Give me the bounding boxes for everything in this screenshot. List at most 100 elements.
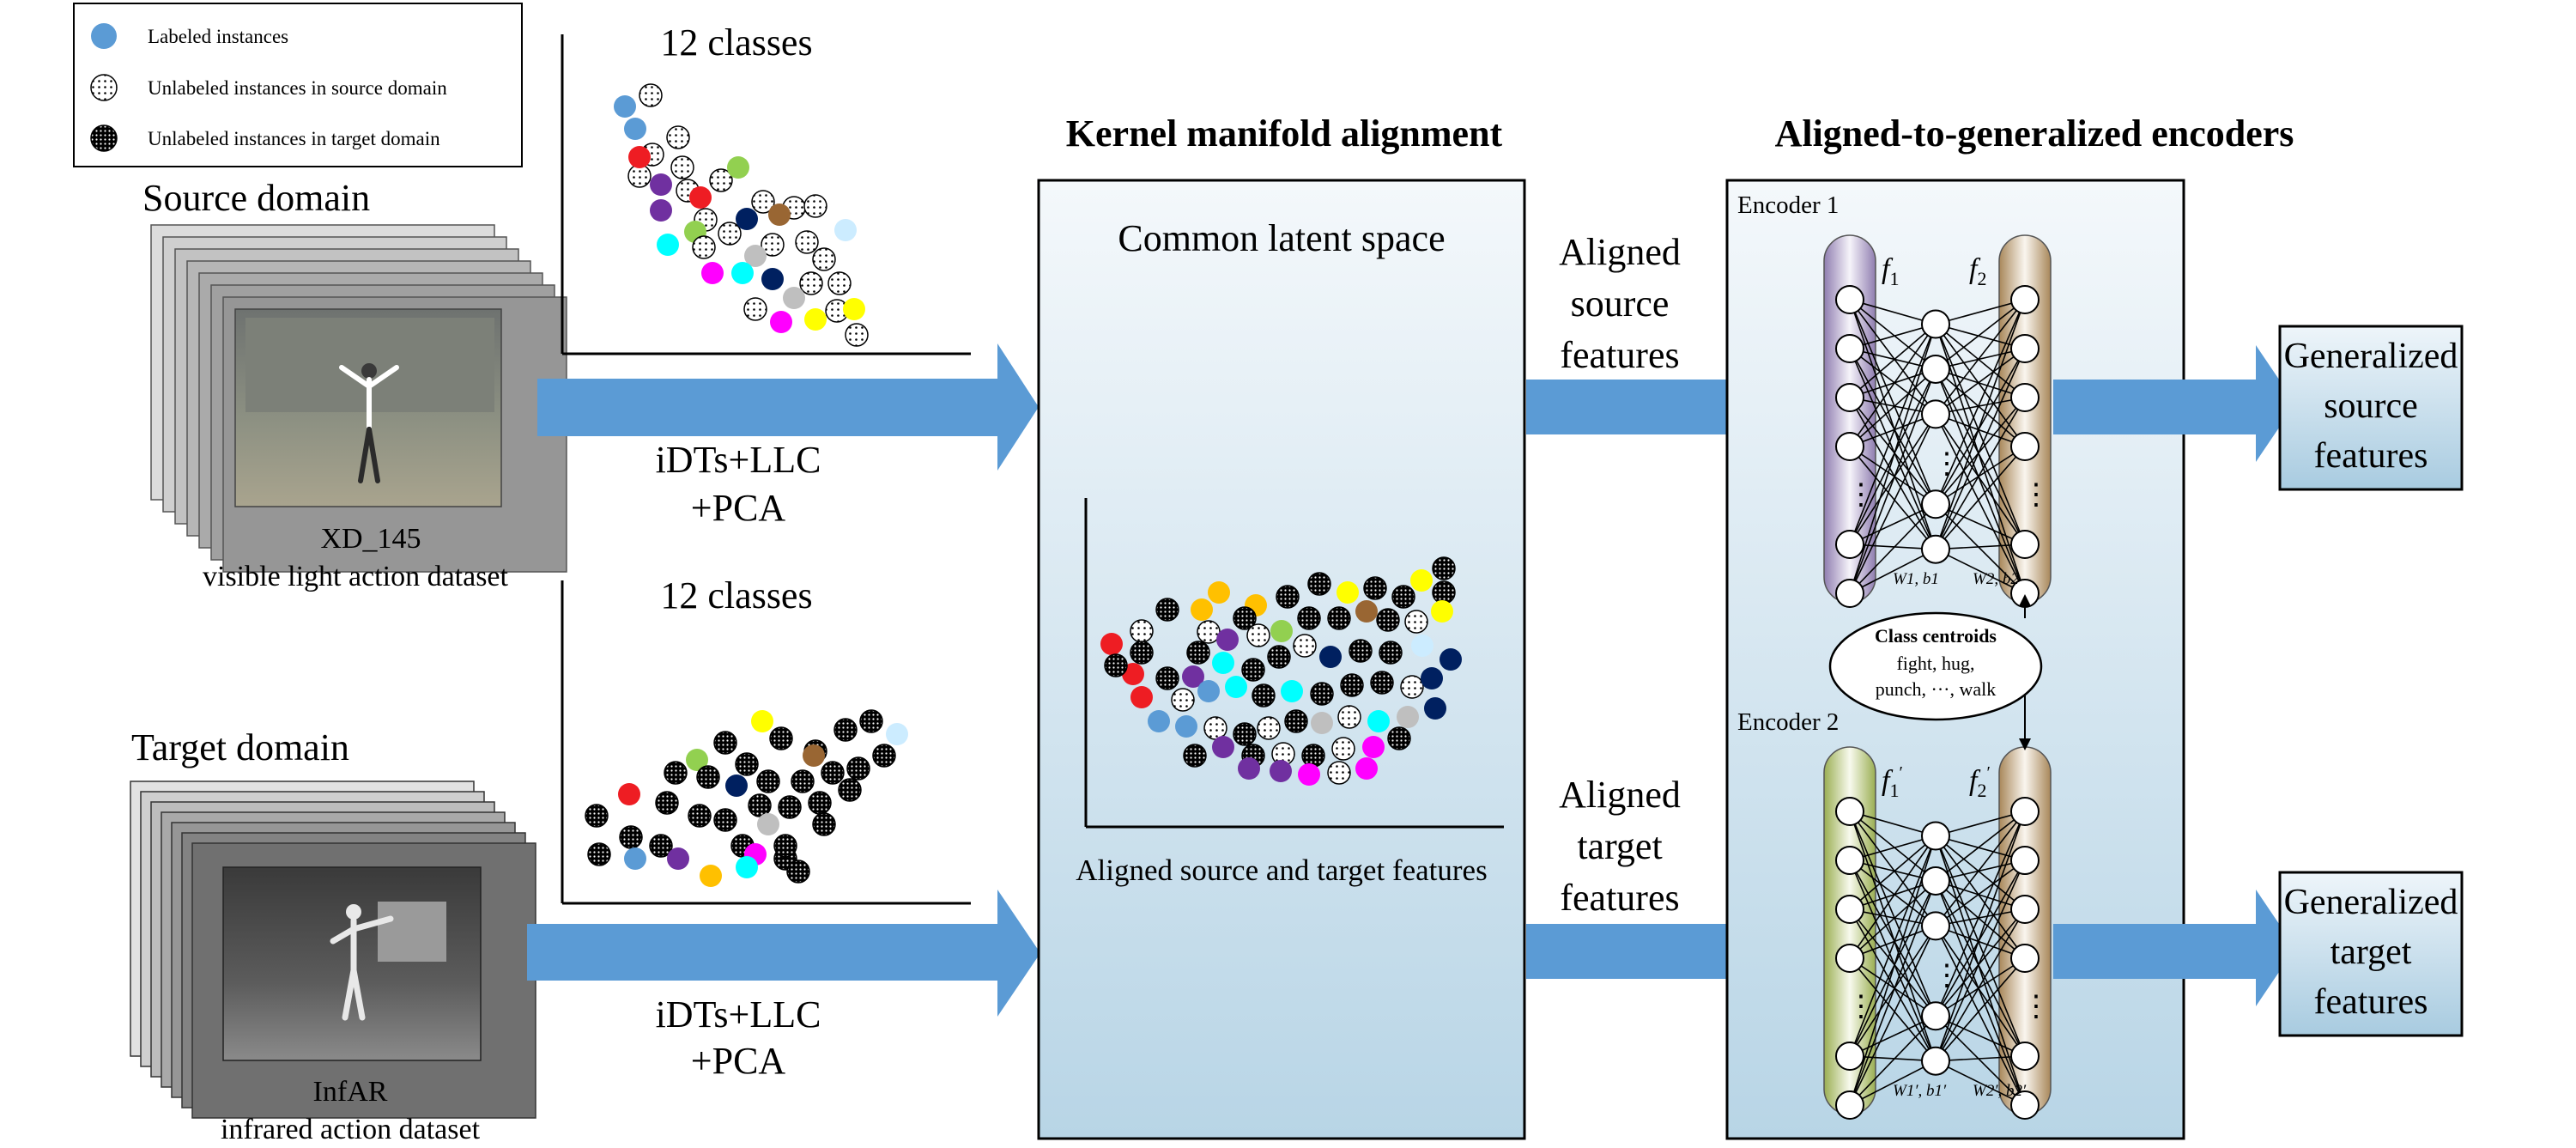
encoder-hidden-node	[1921, 534, 1950, 564]
latent-scatter-point	[1225, 676, 1247, 698]
encoder-input-node	[1835, 1090, 1864, 1120]
source-scatter-point	[795, 230, 819, 254]
centroids-link-up-head	[2019, 594, 2031, 606]
generalized-source-line1: Generalized	[2284, 337, 2458, 376]
encoder-input-node	[1835, 432, 1864, 461]
encoder-hidden-node	[1921, 1046, 1950, 1076]
encoder-ellipsis: ⋮	[2021, 477, 2051, 512]
encoder-output-node	[2010, 944, 2040, 973]
latent-scatter-point	[1336, 581, 1359, 604]
latent-scatter-point	[1340, 673, 1364, 697]
source-scatter-point	[761, 268, 784, 290]
aligned-target-line2: target	[1577, 825, 1662, 867]
latent-scatter-point	[1182, 665, 1204, 688]
legend-labeled-label: Labeled instances	[148, 26, 288, 47]
target-scatter-point	[756, 769, 780, 793]
encoder-input-node	[1835, 530, 1864, 559]
target-scatter-point	[748, 793, 772, 817]
source-scatter-point	[692, 235, 716, 259]
latent-scatter-point	[1349, 639, 1373, 663]
legend: Labeled instances Unlabeled instances in…	[73, 3, 523, 167]
latent-scatter-point	[1327, 761, 1351, 785]
target-scatter-point	[791, 769, 815, 793]
encoder-connections	[1849, 299, 2026, 594]
latent-scatter-point	[1183, 744, 1207, 768]
source-scatter-point	[657, 234, 679, 256]
kma-heading: Kernel manifold alignment	[1066, 112, 1503, 155]
source-pipeline-line1: iDTs+LLC	[656, 439, 821, 481]
latent-scatter-point	[1310, 682, 1334, 706]
latent-scatter-point	[1175, 715, 1197, 738]
source-scatter-point	[768, 203, 791, 226]
latent-scatter-point	[1186, 641, 1210, 665]
encoder-input-node	[1835, 383, 1864, 412]
target-domain-title: Target domain	[131, 726, 349, 768]
class-centroids-ellipse	[1828, 611, 2043, 721]
encoder-left-params: W1, b1	[1893, 570, 1939, 588]
encoder-input-node	[1835, 334, 1864, 363]
source-scatter-point	[845, 323, 869, 347]
target-pipeline-line1: iDTs+LLC	[656, 993, 821, 1036]
target-scatter-point	[624, 847, 646, 870]
encoders-heading: Aligned-to-generalized encoders	[1775, 112, 2294, 155]
latent-scatter-point	[1293, 634, 1317, 658]
source-scatter-point	[650, 173, 672, 196]
target-dataset-name: InfAR	[313, 1076, 388, 1108]
encoder-input-node	[1835, 797, 1864, 826]
target-scatter-point	[808, 791, 832, 815]
encoder-output-node	[2010, 1042, 2040, 1071]
target-scatter-point	[667, 847, 689, 870]
latent-scatter-point	[1370, 671, 1394, 695]
source-scatter-points	[614, 83, 869, 347]
latent-scatter-point	[1267, 645, 1291, 669]
target-scatter-point	[735, 752, 759, 776]
latent-scatter-point	[1171, 688, 1195, 712]
latent-scatter-point	[1362, 736, 1385, 758]
latent-scatter-point	[1431, 600, 1453, 623]
encoder-output-node	[2010, 530, 2040, 559]
source-scatter-point	[639, 83, 663, 107]
latent-scatter-point	[1363, 576, 1387, 600]
latent-scatter-point	[1297, 606, 1321, 630]
latent-scatter-point	[1440, 648, 1462, 671]
legend-unlabeled-source-label: Unlabeled instances in source domain	[148, 77, 447, 99]
encoder-ellipsis: ⋮	[1846, 477, 1876, 512]
target-scatter-point	[713, 731, 737, 755]
source-person-figure	[339, 363, 399, 483]
target-scatter-point	[833, 718, 858, 742]
encoder-output-node	[2010, 383, 2040, 412]
target-scatter-point	[686, 749, 708, 771]
source-scatter-point	[727, 156, 749, 179]
source-scatter-point	[744, 245, 767, 267]
source-scatter-point	[843, 298, 865, 320]
latent-scatter-point	[1337, 705, 1361, 729]
centroids-line2: punch, ···, walk	[1876, 678, 1997, 700]
target-scatter-point	[700, 865, 722, 887]
target-scatter-point	[587, 842, 611, 866]
target-scatter-point	[773, 834, 797, 858]
latent-scatter-point	[1387, 726, 1411, 750]
latent-scatter-point	[1411, 635, 1433, 657]
latent-scatter-point	[1100, 633, 1123, 655]
latent-scatter-point	[1298, 763, 1320, 786]
encoder-output-node	[2010, 846, 2040, 875]
encoder2-network: ⋮⋮⋮f1′f2′W1′, b1′W2′, b2′	[1823, 746, 2052, 1120]
latent-scatter-point	[1130, 641, 1154, 665]
source-domain-title: Source domain	[142, 177, 370, 219]
latent-scatter-point	[1421, 667, 1443, 689]
source-scatter-point	[804, 308, 827, 331]
target-person-figure	[330, 904, 394, 1021]
latent-scatter-point	[1155, 666, 1179, 690]
source-scatter-plot: 12 classes	[561, 21, 971, 355]
source-scatter-point	[743, 297, 767, 321]
source-scatter-point	[770, 311, 792, 333]
target-scatter-point	[838, 778, 862, 802]
latent-space-title: Common latent space	[1118, 217, 1445, 259]
source-scatter-point	[709, 168, 733, 192]
encoder-hidden-node	[1921, 489, 1950, 519]
latent-scatter-point	[1148, 710, 1170, 732]
encoder-ellipsis: ⋮	[2021, 989, 2051, 1023]
target-scatter-point	[751, 710, 773, 732]
latent-scatter-point	[1276, 585, 1300, 609]
